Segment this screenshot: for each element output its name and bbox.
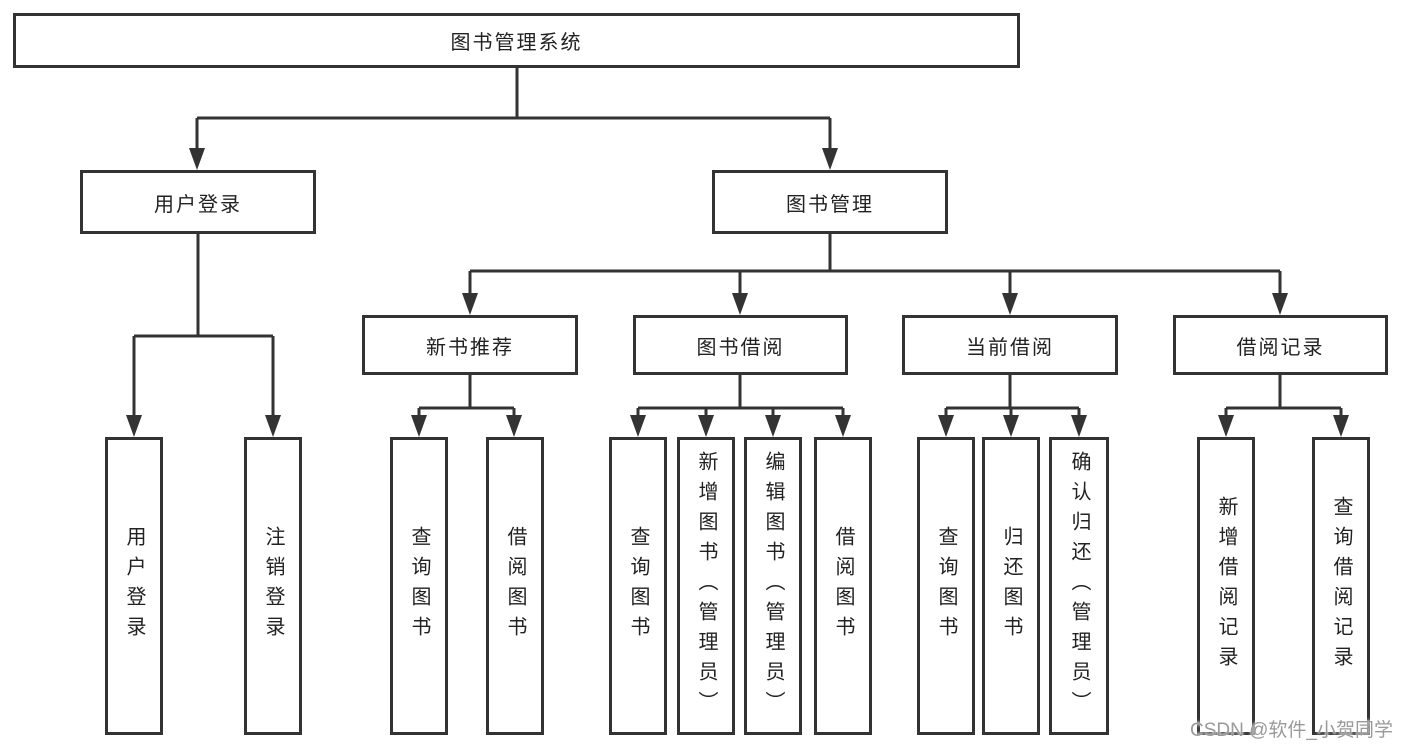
leaf-query-books-recommend: 查询图书 <box>390 437 448 735</box>
csdn-watermark: CSDN @软件_小贺同学 <box>1190 720 1393 741</box>
leaf-confirm-return-admin: 确认归还（管理员） <box>1049 437 1109 735</box>
node-new-book-recommend: 新书推荐 <box>362 315 578 375</box>
leaf-borrow-books-recommend: 借阅图书 <box>486 437 544 735</box>
node-user-login: 用户登录 <box>80 170 316 234</box>
leaf-add-book-admin: 新增图书（管理员） <box>677 437 735 735</box>
leaf-query-borrow-record: 查询借阅记录 <box>1312 437 1370 735</box>
node-library-management-system: 图书管理系统 <box>13 13 1020 68</box>
node-borrowing-records: 借阅记录 <box>1173 315 1388 375</box>
leaf-logout: 注销登录 <box>244 437 302 735</box>
node-book-borrowing: 图书借阅 <box>633 315 848 375</box>
leaf-add-borrow-record: 新增借阅记录 <box>1197 437 1255 735</box>
leaf-return-books: 归还图书 <box>982 437 1040 735</box>
leaf-user-login: 用户登录 <box>105 437 163 735</box>
leaf-borrow-books-borrowing: 借阅图书 <box>814 437 872 735</box>
leaf-query-books-borrowing: 查询图书 <box>609 437 667 735</box>
node-book-management: 图书管理 <box>712 170 948 234</box>
leaf-edit-book-admin: 编辑图书（管理员） <box>744 437 802 735</box>
leaf-query-books-current: 查询图书 <box>917 437 975 735</box>
node-current-borrowing: 当前借阅 <box>902 315 1118 375</box>
